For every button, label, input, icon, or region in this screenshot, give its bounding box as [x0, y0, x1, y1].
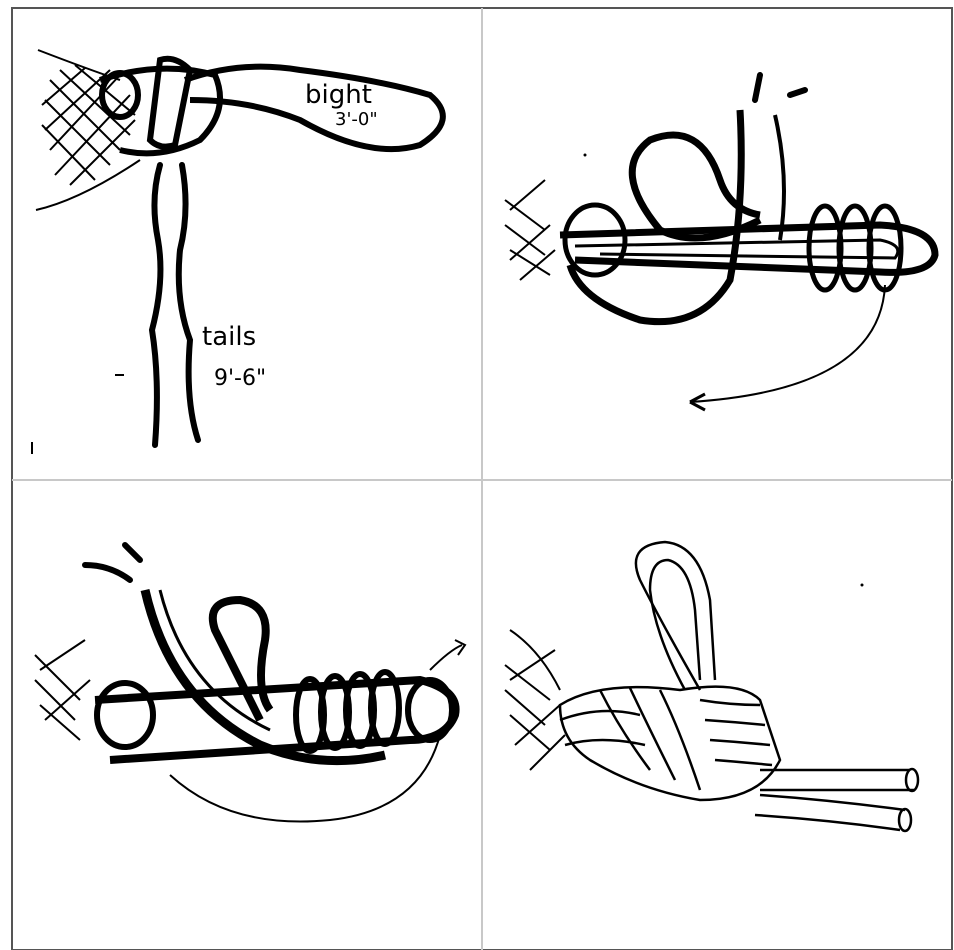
bight-label: bight	[305, 80, 372, 110]
bight-length-label: 3'-0"	[335, 109, 378, 130]
stray-dot	[861, 584, 864, 587]
tails-length-label: 9'-6"	[214, 366, 266, 391]
tails-label: tails	[202, 322, 256, 352]
stray-dot	[584, 154, 587, 157]
